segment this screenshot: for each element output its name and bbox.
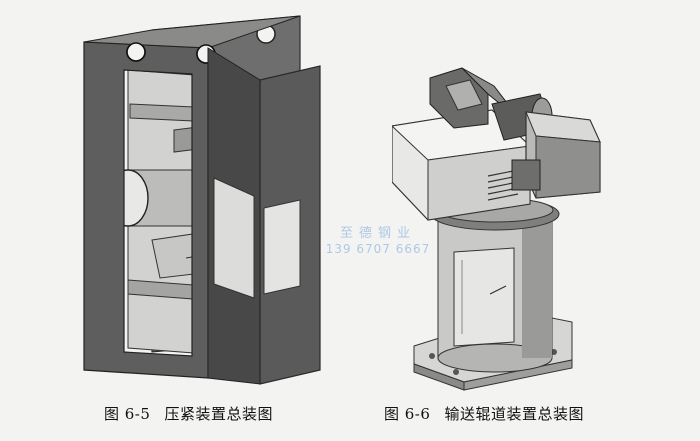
clamping-device-drawing bbox=[83, 15, 321, 385]
conveyor-roller-drawing bbox=[392, 67, 601, 391]
figure-clamping-device bbox=[60, 8, 350, 398]
figure-caption-6-6: 图 6-6 输送辊道装置总装图 bbox=[384, 403, 584, 424]
watermark-phone: 139 6707 6667 bbox=[325, 242, 431, 256]
figure-title: 输送辊道装置总装图 bbox=[444, 405, 584, 423]
figure-caption-6-5: 图 6-5 压紧装置总装图 bbox=[104, 403, 273, 424]
figure-number: 图 6-5 bbox=[104, 405, 151, 423]
watermark-name: 至德钢业 bbox=[339, 226, 416, 241]
figure-number: 图 6-6 bbox=[384, 405, 431, 423]
figure-title: 压紧装置总装图 bbox=[164, 405, 273, 423]
watermark: 至德钢业 139 6707 6667 bbox=[318, 222, 438, 256]
figure-conveyor-roller-device bbox=[392, 64, 688, 394]
